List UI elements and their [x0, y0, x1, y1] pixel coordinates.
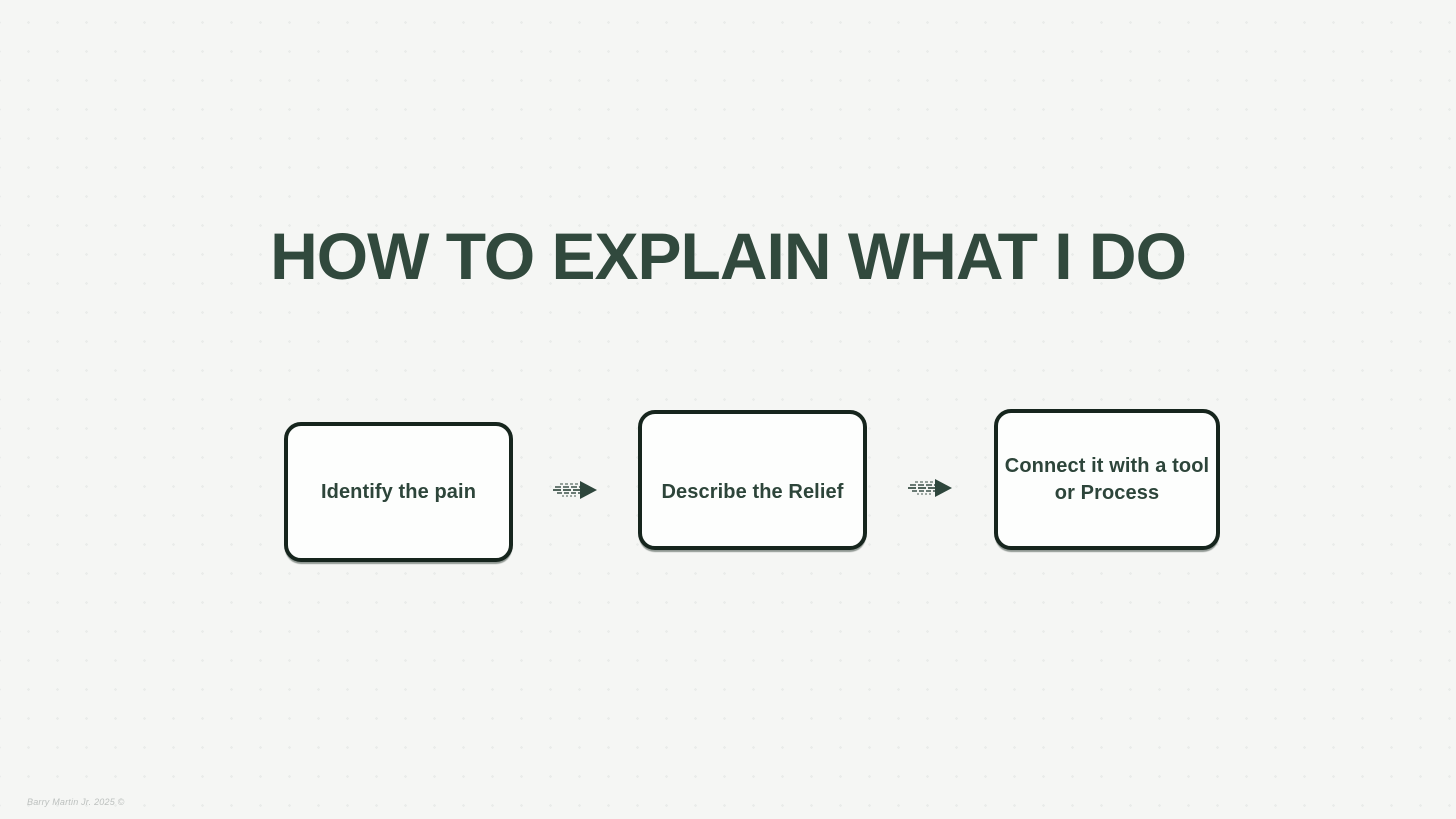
author-credit: Barry Martin Jr. 2025 ©	[27, 797, 125, 807]
speed-arrow-icon	[906, 475, 954, 501]
speed-arrow-icon	[551, 477, 599, 503]
step-label: Describe the Relief	[661, 480, 844, 503]
step-label: Identify the pain	[320, 480, 477, 503]
step-box-describe-relief: Describe the Relief	[638, 410, 867, 550]
step-label: Connect it with a tool or Process	[1004, 455, 1210, 504]
step-box-connect-tool: Connect it with a tool or Process	[994, 409, 1220, 550]
step-box-identify-pain: Identify the pain	[284, 422, 513, 562]
page-title: HOW TO EXPLAIN WHAT I DO	[270, 219, 1187, 294]
